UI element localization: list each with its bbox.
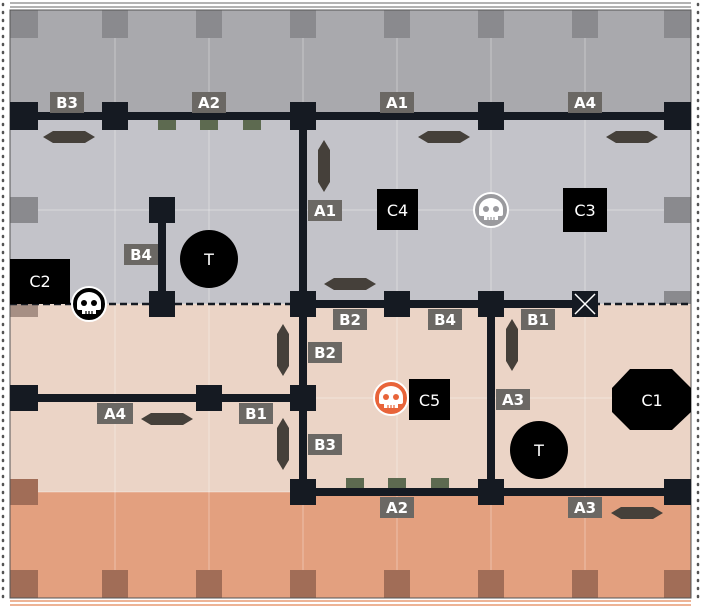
svg-text:C3: C3 <box>574 201 595 220</box>
svg-text:B3: B3 <box>56 94 78 112</box>
svg-text:B2: B2 <box>314 344 336 362</box>
doors <box>43 131 663 519</box>
svg-text:A3: A3 <box>574 499 596 517</box>
svg-text:B2: B2 <box>339 311 361 329</box>
wall-label-a2-top: A2 <box>192 92 226 113</box>
svg-text:T: T <box>533 441 544 460</box>
wall-label-a1-mid: A1 <box>308 200 342 221</box>
wall-junctions <box>10 102 691 505</box>
svg-text:A2: A2 <box>198 94 220 112</box>
door-h-2 <box>418 131 470 143</box>
windows <box>158 120 449 488</box>
door-h-4 <box>324 278 376 290</box>
svg-text:C4: C4 <box>387 201 408 220</box>
edge-squares-bottom <box>10 479 691 598</box>
door-h-5 <box>141 413 193 425</box>
svg-text:A4: A4 <box>104 405 126 423</box>
skull-icon-orange[interactable] <box>373 380 409 416</box>
wall-label-a2-bottom: A2 <box>380 497 414 518</box>
wall-label-b4-left: B4 <box>124 244 158 265</box>
wall-label-a3-bottom: A3 <box>568 497 602 518</box>
zone-tile-c4[interactable]: C4 <box>377 189 418 230</box>
svg-text:B1: B1 <box>527 311 549 329</box>
svg-text:B3: B3 <box>314 436 336 454</box>
skull-icon-grey[interactable] <box>473 192 509 228</box>
wall-label-b3-v: B3 <box>308 434 342 455</box>
wall-label-a3-v: A3 <box>496 389 530 410</box>
bottom-rule <box>10 600 691 606</box>
top-rule <box>10 2 691 8</box>
wall-label-a4-top: A4 <box>568 92 602 113</box>
zone-tile-c5[interactable]: C5 <box>409 379 450 420</box>
door-v-2 <box>277 324 289 376</box>
svg-text:A1: A1 <box>314 202 336 220</box>
svg-text:C2: C2 <box>29 272 50 291</box>
wall-label-b2-v: B2 <box>308 342 342 363</box>
x-marker-icon[interactable] <box>572 291 598 317</box>
zone-tile-c3[interactable]: C3 <box>563 188 607 232</box>
svg-text:B4: B4 <box>130 246 152 264</box>
svg-text:A2: A2 <box>386 499 408 517</box>
wall-label-b3-top: B3 <box>50 92 84 113</box>
door-h-3 <box>606 131 658 143</box>
svg-text:C5: C5 <box>419 391 440 410</box>
wall-label-b1-h: B1 <box>521 309 555 330</box>
door-v-3 <box>277 418 289 470</box>
wall-label-b1-left: B1 <box>239 403 273 424</box>
wall-label-a4-left: A4 <box>97 403 133 424</box>
svg-text:A1: A1 <box>386 94 408 112</box>
svg-text:B1: B1 <box>245 405 267 423</box>
wall-label-a1-top: A1 <box>380 92 414 113</box>
door-v-4 <box>506 319 518 371</box>
edge-squares-top <box>10 10 691 317</box>
wall-label-b2-h: B2 <box>333 309 367 330</box>
door-h-1 <box>43 131 95 143</box>
svg-text:T: T <box>203 250 214 269</box>
svg-text:A3: A3 <box>502 391 524 409</box>
svg-text:A4: A4 <box>574 94 596 112</box>
svg-text:B4: B4 <box>434 311 456 329</box>
door-h-6 <box>611 507 663 519</box>
token-t-1[interactable]: T <box>180 230 238 288</box>
door-v-1 <box>318 140 330 192</box>
skull-icon-black[interactable] <box>71 286 107 322</box>
svg-text:C1: C1 <box>641 391 662 410</box>
token-t-2[interactable]: T <box>510 421 568 479</box>
zone-tile-c1[interactable]: C1 <box>612 369 691 430</box>
wall-label-b4-h: B4 <box>428 309 462 330</box>
zone-tile-c2[interactable]: C2 <box>10 259 70 304</box>
